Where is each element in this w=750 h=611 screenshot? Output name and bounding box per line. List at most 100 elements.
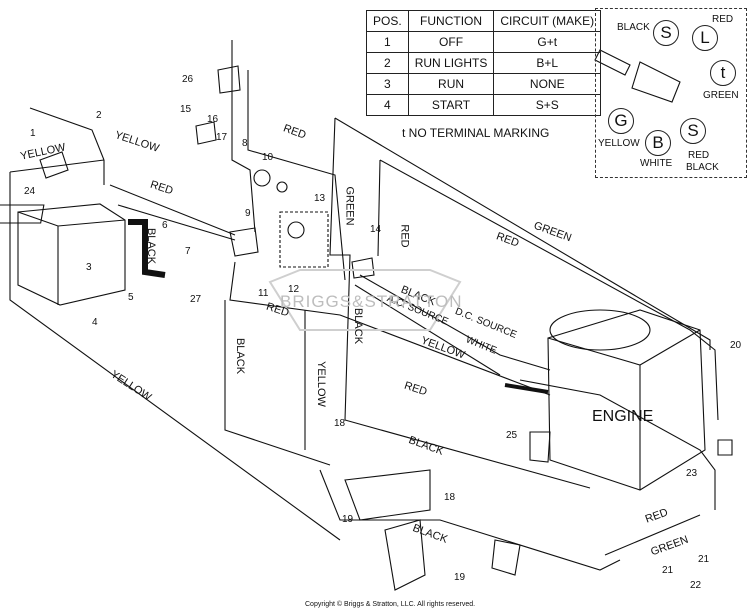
terminal-s-bottom: S xyxy=(680,118,706,144)
part-number: 13 xyxy=(314,193,326,204)
cell-function: RUN xyxy=(407,73,495,95)
part-number: 27 xyxy=(190,294,202,305)
wire-yellow-outer xyxy=(9,107,341,541)
wire-label: BLACK xyxy=(234,337,247,375)
battery-cap xyxy=(0,204,45,224)
copyright: Copyright © Briggs & Stratton, LLC. All … xyxy=(305,601,476,608)
key-label-green: GREEN xyxy=(703,90,739,101)
connector-25 xyxy=(529,431,551,463)
part-number: 18 xyxy=(444,492,456,503)
bracket-lower xyxy=(344,469,431,521)
part-number: 24 xyxy=(24,186,36,197)
cable-black-battery xyxy=(128,219,166,278)
terminal-g: G xyxy=(608,108,634,134)
key-switch-inset xyxy=(595,8,747,178)
col-function: FUNCTION xyxy=(407,10,495,32)
part-number: 18 xyxy=(334,418,346,429)
engine-block xyxy=(547,309,706,491)
cell-function: RUN LIGHTS xyxy=(407,52,495,74)
wire-red-batt xyxy=(109,184,236,241)
part-number: 19 xyxy=(454,572,466,583)
terminal-s-top: S xyxy=(653,20,679,46)
wire-loop-right xyxy=(329,117,719,489)
table-row: 1 OFF G+t xyxy=(366,31,602,53)
wire-label: YELLOW xyxy=(314,361,327,407)
key-label-red-black-1: RED xyxy=(688,150,710,161)
key-label-red-black-2: BLACK xyxy=(686,162,719,173)
cell-function: START xyxy=(407,94,495,116)
connector-14 xyxy=(351,257,375,279)
part-number: 16 xyxy=(207,114,219,125)
plug-lower xyxy=(491,539,521,576)
part-number: 21 xyxy=(662,565,674,576)
watermark: BRIGGS&STRATTON xyxy=(280,292,463,311)
fuse-holder xyxy=(195,121,217,145)
col-circuit: CIRCUIT (MAKE) xyxy=(493,10,602,32)
cell-pos: 1 xyxy=(366,31,409,53)
wire-label: BLACK xyxy=(145,227,158,265)
part-number: 9 xyxy=(245,208,251,219)
wire-label: RED xyxy=(398,224,411,248)
part-number: 14 xyxy=(370,224,382,235)
switch-body xyxy=(287,221,305,239)
wire-label: BLACK xyxy=(352,307,365,345)
cell-circuit: S+S xyxy=(493,94,602,116)
watermark-seal xyxy=(268,269,462,331)
engine-top xyxy=(549,309,651,351)
position-table: POS. FUNCTION CIRCUIT (MAKE) 1 OFF G+t 2… xyxy=(366,10,602,116)
terminal-t: t xyxy=(710,60,736,86)
part-number: 21 xyxy=(698,554,710,565)
table-header-row: POS. FUNCTION CIRCUIT (MAKE) xyxy=(366,10,602,32)
key-label-yellow: YELLOW xyxy=(598,138,640,149)
table-note: t NO TERMINAL MARKING xyxy=(402,126,550,140)
cable-black-engine xyxy=(504,383,549,394)
wire-engine-harness xyxy=(354,274,551,376)
key-label-red: RED xyxy=(712,14,734,25)
part-number: 23 xyxy=(686,468,698,479)
cell-pos: 2 xyxy=(366,52,409,74)
table-row: 3 RUN NONE xyxy=(366,73,602,95)
part-number: 25 xyxy=(506,430,518,441)
part-number: 1 xyxy=(30,128,36,139)
wire-top xyxy=(231,40,346,281)
terminal-l: L xyxy=(692,25,718,51)
part-number: 7 xyxy=(185,246,191,257)
part-number: 15 xyxy=(180,104,192,115)
terminal-b: B xyxy=(645,130,671,156)
part-number: 20 xyxy=(730,340,742,351)
switch-dashed-box xyxy=(279,211,329,268)
cell-function: OFF xyxy=(407,31,495,53)
part-number: 17 xyxy=(216,132,228,143)
cell-circuit: B+L xyxy=(493,52,602,74)
part-number: 10 xyxy=(262,152,274,163)
key-label-black: BLACK xyxy=(617,22,650,33)
part-number: 6 xyxy=(162,220,168,231)
nut-part xyxy=(276,181,288,193)
part-number: 8 xyxy=(242,138,248,149)
part-number: 19 xyxy=(342,514,354,525)
bracket-seat xyxy=(384,519,426,591)
table-row: 2 RUN LIGHTS B+L xyxy=(366,52,602,74)
cell-circuit: NONE xyxy=(493,73,602,95)
part-number: 12 xyxy=(288,284,300,295)
ring-part xyxy=(253,169,271,187)
part-number: 5 xyxy=(128,292,134,303)
wire-bottom xyxy=(319,379,716,571)
keyswitch-body xyxy=(631,61,681,103)
cell-pos: 3 xyxy=(366,73,409,95)
part-number: 26 xyxy=(182,74,194,85)
key-label-white: WHITE xyxy=(640,158,673,169)
solenoid xyxy=(229,227,259,257)
cell-pos: 4 xyxy=(366,94,409,116)
relay xyxy=(217,65,241,94)
connector-23 xyxy=(717,439,733,456)
part-number: 2 xyxy=(96,110,102,121)
part-number: 4 xyxy=(92,317,98,328)
engine-label: ENGINE xyxy=(592,408,654,425)
table-row: 4 START S+S xyxy=(366,94,602,116)
part-number: 3 xyxy=(86,262,92,273)
cell-circuit: G+t xyxy=(493,31,602,53)
battery xyxy=(17,203,126,306)
part-number: 22 xyxy=(690,580,702,591)
